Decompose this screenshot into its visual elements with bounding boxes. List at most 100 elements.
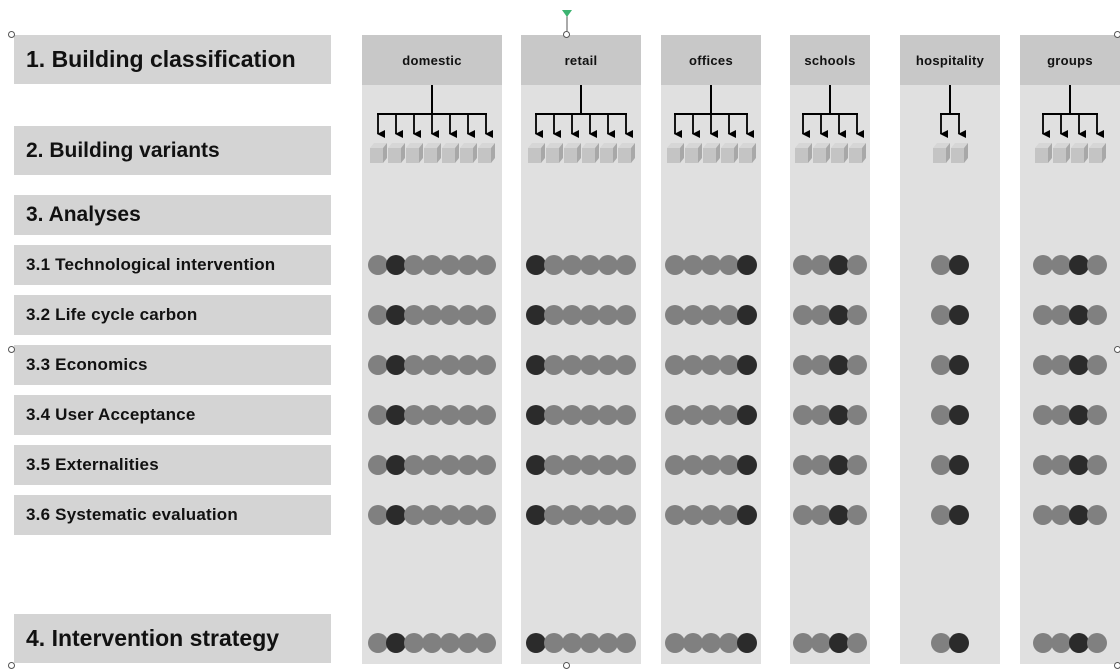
dot-domestic-row2-3 [404, 305, 424, 325]
dot-groups-row5-3 [1069, 455, 1089, 475]
variant-box-hospitality-1 [933, 143, 950, 163]
dot-offices-row4-3 [701, 405, 721, 425]
dot-domestic-row3-6 [458, 355, 478, 375]
dot-offices-row4-2 [683, 405, 703, 425]
dot-retail-row7-6 [616, 633, 636, 653]
dot-domestic-row6-4 [422, 505, 442, 525]
dot-domestic-row4-4 [422, 405, 442, 425]
dot-groups-row6-2 [1051, 505, 1071, 525]
dot-offices-row3-2 [683, 355, 703, 375]
rotation-handle-icon [562, 10, 572, 17]
dot-groups-row2-4 [1087, 305, 1107, 325]
dot-groups-row2-3 [1069, 305, 1089, 325]
dot-domestic-row3-1 [368, 355, 388, 375]
variant-box-domestic-4 [424, 143, 441, 163]
selection-handle-top-center[interactable] [563, 31, 570, 38]
column-header-groups: groups [1020, 35, 1120, 85]
dot-hospitality-row6-1 [931, 505, 951, 525]
variant-box-retail-4 [582, 143, 599, 163]
dot-domestic-row5-3 [404, 455, 424, 475]
dot-retail-row7-5 [598, 633, 618, 653]
variant-box-retail-1 [528, 143, 545, 163]
row-label-economics: 3.3 Economics [14, 345, 331, 385]
dot-schools-row2-4 [847, 305, 867, 325]
dot-retail-row1-2 [544, 255, 564, 275]
variant-box-domestic-2 [388, 143, 405, 163]
selection-handle-top-left[interactable] [8, 31, 15, 38]
dot-retail-row3-3 [562, 355, 582, 375]
dot-schools-row5-1 [793, 455, 813, 475]
dot-domestic-row7-5 [440, 633, 460, 653]
selection-handle-bottom-right[interactable] [1114, 662, 1120, 669]
dot-domestic-row4-6 [458, 405, 478, 425]
dot-hospitality-row7-2 [949, 633, 969, 653]
dot-offices-row5-2 [683, 455, 703, 475]
dot-offices-row7-2 [683, 633, 703, 653]
dot-schools-row2-1 [793, 305, 813, 325]
dot-groups-row5-4 [1087, 455, 1107, 475]
dot-domestic-row7-3 [404, 633, 424, 653]
dot-groups-row7-4 [1087, 633, 1107, 653]
variant-box-domestic-1 [370, 143, 387, 163]
selection-handle-middle-right[interactable] [1114, 346, 1120, 353]
variant-box-retail-2 [546, 143, 563, 163]
variant-box-hospitality-2 [951, 143, 968, 163]
dot-domestic-row5-1 [368, 455, 388, 475]
variant-box-groups-2 [1053, 143, 1070, 163]
dot-offices-row7-5 [737, 633, 757, 653]
dot-domestic-row5-4 [422, 455, 442, 475]
dot-offices-row3-5 [737, 355, 757, 375]
dot-retail-row2-3 [562, 305, 582, 325]
dot-offices-row3-3 [701, 355, 721, 375]
dot-domestic-row7-6 [458, 633, 478, 653]
dot-offices-row6-4 [719, 505, 739, 525]
dot-schools-row1-1 [793, 255, 813, 275]
dot-schools-row1-4 [847, 255, 867, 275]
dot-schools-row3-4 [847, 355, 867, 375]
dot-retail-row6-5 [598, 505, 618, 525]
dot-domestic-row6-2 [386, 505, 406, 525]
dot-domestic-row2-5 [440, 305, 460, 325]
dot-schools-row7-3 [829, 633, 849, 653]
dot-hospitality-row1-1 [931, 255, 951, 275]
variant-box-groups-1 [1035, 143, 1052, 163]
variant-box-schools-3 [831, 143, 848, 163]
dot-retail-row5-3 [562, 455, 582, 475]
dot-schools-row5-3 [829, 455, 849, 475]
dot-retail-row1-3 [562, 255, 582, 275]
dot-groups-row7-3 [1069, 633, 1089, 653]
dot-schools-row4-1 [793, 405, 813, 425]
dot-schools-row4-2 [811, 405, 831, 425]
dot-retail-row3-5 [598, 355, 618, 375]
variant-box-domestic-6 [460, 143, 477, 163]
dot-domestic-row7-7 [476, 633, 496, 653]
selection-handle-top-right[interactable] [1114, 31, 1120, 38]
dot-retail-row2-5 [598, 305, 618, 325]
dot-retail-row5-6 [616, 455, 636, 475]
dot-hospitality-row7-1 [931, 633, 951, 653]
dot-groups-row5-2 [1051, 455, 1071, 475]
variant-box-offices-4 [721, 143, 738, 163]
dot-retail-row6-4 [580, 505, 600, 525]
selection-handle-bottom-center[interactable] [563, 662, 570, 669]
selection-handle-middle-left[interactable] [8, 346, 15, 353]
dot-schools-row4-3 [829, 405, 849, 425]
dot-schools-row3-3 [829, 355, 849, 375]
dot-schools-row1-3 [829, 255, 849, 275]
dot-offices-row5-1 [665, 455, 685, 475]
dot-offices-row2-3 [701, 305, 721, 325]
dot-domestic-row5-5 [440, 455, 460, 475]
selection-handle-bottom-left[interactable] [8, 662, 15, 669]
dot-schools-row6-1 [793, 505, 813, 525]
dot-retail-row3-6 [616, 355, 636, 375]
dot-retail-row6-6 [616, 505, 636, 525]
dot-groups-row6-3 [1069, 505, 1089, 525]
dot-hospitality-row5-2 [949, 455, 969, 475]
dot-retail-row5-4 [580, 455, 600, 475]
dot-retail-row3-2 [544, 355, 564, 375]
dot-offices-row2-2 [683, 305, 703, 325]
dot-schools-row6-2 [811, 505, 831, 525]
dot-schools-row2-3 [829, 305, 849, 325]
column-groups: groups [1020, 35, 1120, 664]
